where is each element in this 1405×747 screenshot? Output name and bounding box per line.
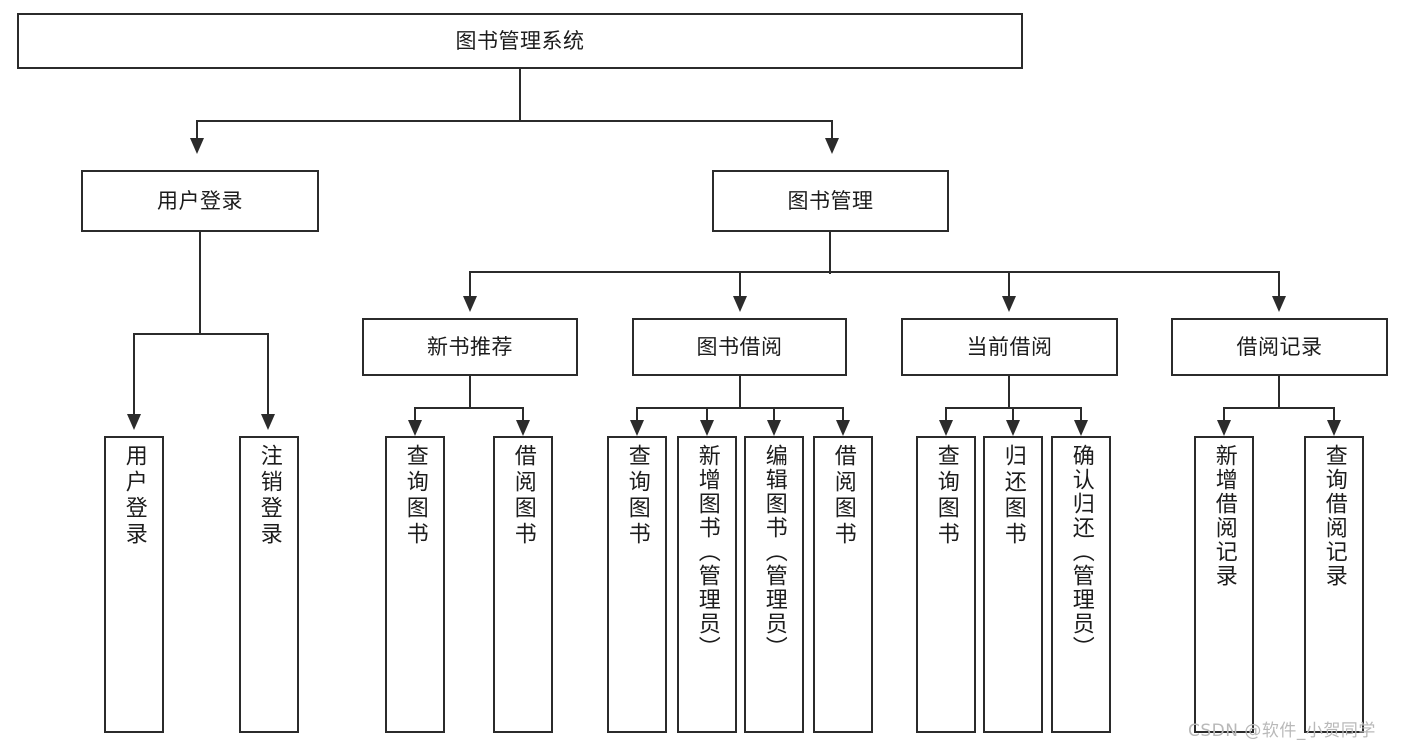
leaf-user-login[interactable]: 用户登录 [104,436,164,733]
arrowhead-borrow-leaf4 [836,420,850,436]
connector-borrow-leaf3 [773,407,776,423]
connector-current-stem [1008,376,1011,409]
leaf-query-book-new[interactable]: 查询图书 [385,436,445,733]
leaf-add-book-admin[interactable]: 新增图书（管理员） [677,436,737,733]
leaf-confirm-return-admin[interactable]: 确认归还（管理员） [1051,436,1111,733]
arrowhead-manage-record [1272,296,1286,312]
leaf-query-book-borrow[interactable]: 查询图书 [607,436,667,733]
node-label: 查询图书 [933,444,959,548]
connector-record-leaf2 [1333,407,1336,423]
arrowhead-current-leaf3 [1074,420,1088,436]
connector-root-stem [519,69,522,122]
connector-root-to-manage [831,120,834,140]
connector-record-stem [1278,376,1281,409]
arrowhead-new-leaf1 [408,420,422,436]
node-label: 新书推荐 [427,334,513,359]
arrowhead-borrow-leaf2 [700,420,714,436]
connector-manage-bus [469,271,1280,274]
arrowhead-current-leaf2 [1006,420,1020,436]
node-label: 用户登录 [157,188,243,213]
node-label: 新增借阅记录 [1211,444,1237,588]
csdn-watermark: CSDN @软件_小贺同学 [1188,721,1376,741]
node-label: 编辑图书（管理员） [761,444,787,660]
connector-manage-stem [829,232,832,274]
node-borrow-record[interactable]: 借阅记录 [1171,318,1388,376]
node-label: 确认归还（管理员） [1068,444,1094,660]
node-label: 用户登录 [121,444,147,548]
node-label: 借阅图书 [830,444,856,548]
node-root-system[interactable]: 图书管理系统 [17,13,1023,69]
connector-record-bus [1223,407,1335,410]
leaf-borrow-book[interactable]: 借阅图书 [813,436,873,733]
node-label: 借阅图书 [510,444,536,548]
node-new-book-recommend[interactable]: 新书推荐 [362,318,578,376]
leaf-query-book-current[interactable]: 查询图书 [916,436,976,733]
leaf-query-borrow-record[interactable]: 查询借阅记录 [1304,436,1364,733]
node-label: 图书借阅 [696,334,783,359]
arrowhead-manage-current [1002,296,1016,312]
connector-manage-to-current [1008,271,1011,299]
node-label: 图书管理 [787,188,874,213]
arrowhead-record-leaf2 [1327,420,1341,436]
arrowhead-manage-new [463,296,477,312]
leaf-add-borrow-record[interactable]: 新增借阅记录 [1194,436,1254,733]
arrowhead-new-leaf2 [516,420,530,436]
connector-manage-to-record [1278,271,1281,299]
arrowhead-root-to-manage [825,138,839,154]
node-current-borrow[interactable]: 当前借阅 [901,318,1118,376]
node-label: 借阅记录 [1236,334,1323,359]
node-label: 查询借阅记录 [1321,444,1347,588]
arrowhead-current-leaf1 [939,420,953,436]
node-label: 查询图书 [624,444,650,548]
arrowhead-borrow-leaf1 [630,420,644,436]
leaf-logout[interactable]: 注销登录 [239,436,299,733]
arrowhead-borrow-leaf3 [767,420,781,436]
leaf-edit-book-admin[interactable]: 编辑图书（管理员） [744,436,804,733]
connector-new-leaf2 [522,407,525,423]
connector-login-bus [133,333,269,336]
node-label: 图书管理系统 [455,28,585,53]
connector-borrow-leaf4 [842,407,845,423]
connector-root-bus [196,120,833,123]
connector-borrow-leaf2 [706,407,709,423]
arrowhead-login-leaf1 [127,414,141,430]
connector-current-leaf2 [1012,407,1015,423]
connector-current-leaf1 [945,407,948,423]
connector-new-leaf1 [414,407,417,423]
connector-borrow-bus [636,407,844,410]
connector-record-leaf1 [1223,407,1226,423]
connector-borrow-leaf1 [636,407,639,423]
node-book-management[interactable]: 图书管理 [712,170,949,232]
node-label: 注销登录 [256,444,282,548]
arrowhead-login-leaf2 [261,414,275,430]
connector-login-stem [199,232,202,335]
connector-current-leaf3 [1080,407,1083,423]
arrowhead-record-leaf1 [1217,420,1231,436]
node-label: 查询图书 [402,444,428,548]
leaf-return-book[interactable]: 归还图书 [983,436,1043,733]
leaf-borrow-book-new[interactable]: 借阅图书 [493,436,553,733]
node-label: 当前借阅 [966,334,1053,359]
node-user-login[interactable]: 用户登录 [81,170,319,232]
connector-new-bus [414,407,524,410]
arrowhead-manage-borrow [733,296,747,312]
connector-login-to-leaf2 [267,333,270,416]
arrowhead-root-to-login [190,138,204,154]
node-label: 新增图书（管理员） [694,444,720,660]
node-book-borrow[interactable]: 图书借阅 [632,318,847,376]
connector-new-stem [469,376,472,409]
connector-borrow-stem [739,376,742,409]
node-label: 归还图书 [1000,444,1026,548]
connector-manage-to-new [469,271,472,299]
connector-root-to-login [196,120,199,140]
connector-login-to-leaf1 [133,333,136,416]
connector-manage-to-borrow [739,271,742,299]
